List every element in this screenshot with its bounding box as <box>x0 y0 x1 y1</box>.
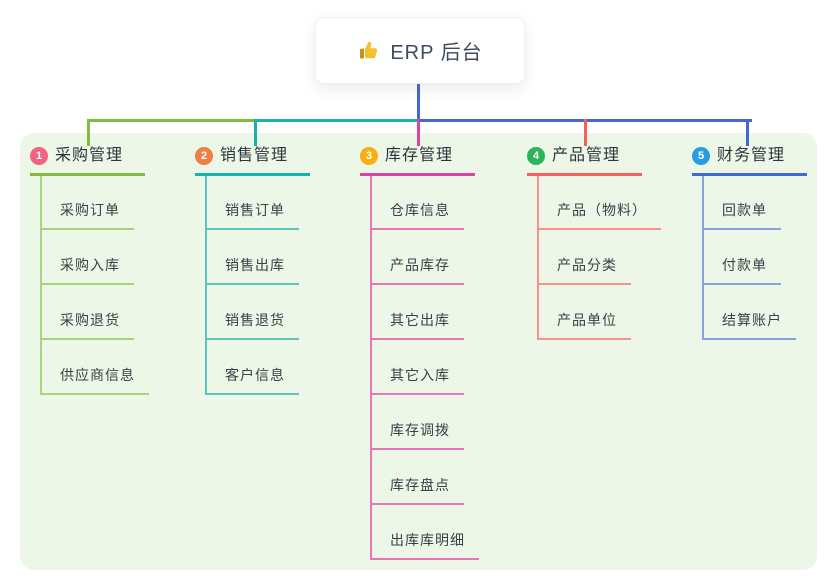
branches-panel <box>20 133 817 570</box>
child-item[interactable]: 出库库明细 <box>372 531 479 560</box>
branch-children: 销售订单销售出库销售退货客户信息 <box>205 176 355 395</box>
child-item[interactable]: 仓库信息 <box>372 201 464 230</box>
branch-title-row[interactable]: 2 销售管理 <box>195 146 310 176</box>
branch-children: 回款单付款单结算账户 <box>702 176 839 340</box>
root-connector-vertical <box>417 80 420 122</box>
connector-horizontal-segment <box>254 119 420 122</box>
child-item[interactable]: 其它出库 <box>372 311 464 340</box>
child-item[interactable]: 产品（物料） <box>539 201 661 230</box>
child-item[interactable]: 产品分类 <box>539 256 631 285</box>
child-item[interactable]: 回款单 <box>704 201 781 230</box>
branch-children: 采购订单采购入库采购退货供应商信息 <box>40 176 190 395</box>
child-item[interactable]: 销售退货 <box>207 311 299 340</box>
branch-connector-stub <box>417 119 420 146</box>
branch-title-label: 财务管理 <box>717 147 786 164</box>
root-node[interactable]: ERP 后台 <box>315 17 525 84</box>
child-item[interactable]: 供应商信息 <box>42 366 149 395</box>
branch-children: 仓库信息产品库存其它出库其它入库库存调拨库存盘点出库库明细 <box>370 176 520 560</box>
branch-column: 1 采购管理采购订单采购入库采购退货供应商信息 <box>30 146 190 395</box>
branch-column: 5 财务管理回款单付款单结算账户 <box>692 146 839 340</box>
child-item[interactable]: 库存盘点 <box>372 476 464 505</box>
child-item[interactable]: 采购订单 <box>42 201 134 230</box>
root-node-label: ERP 后台 <box>390 42 483 64</box>
child-item[interactable]: 付款单 <box>704 256 781 285</box>
branch-title-row[interactable]: 3 库存管理 <box>360 146 475 176</box>
child-item[interactable]: 产品单位 <box>539 311 631 340</box>
branch-number-badge: 4 <box>527 147 545 165</box>
branch-title-label: 库存管理 <box>385 147 454 164</box>
branch-number-badge: 3 <box>360 147 378 165</box>
branch-number-badge: 1 <box>30 147 48 165</box>
branch-connector-stub <box>254 119 257 146</box>
branch-title-label: 采购管理 <box>55 147 124 164</box>
child-item[interactable]: 库存调拨 <box>372 421 464 450</box>
child-item[interactable]: 产品库存 <box>372 256 464 285</box>
branch-connector-stub <box>584 119 587 146</box>
branch-column: 2 销售管理销售订单销售出库销售退货客户信息 <box>195 146 355 395</box>
branch-connector-stub <box>87 119 90 146</box>
branch-number-badge: 2 <box>195 147 213 165</box>
branch-title-label: 产品管理 <box>552 147 621 164</box>
child-item[interactable]: 结算账户 <box>704 311 796 340</box>
branch-column: 4 产品管理产品（物料） 产品分类产品单位 <box>527 146 687 340</box>
branch-column: 3 库存管理仓库信息产品库存其它出库其它入库库存调拨库存盘点出库库明细 <box>360 146 520 560</box>
child-item[interactable]: 其它入库 <box>372 366 464 395</box>
branch-title-row[interactable]: 4 产品管理 <box>527 146 642 176</box>
connector-horizontal-segment <box>87 119 257 122</box>
child-item[interactable]: 采购退货 <box>42 311 134 340</box>
branch-title-row[interactable]: 1 采购管理 <box>30 146 145 176</box>
child-item[interactable]: 采购入库 <box>42 256 134 285</box>
branch-title-label: 销售管理 <box>220 147 289 164</box>
branch-number-badge: 5 <box>692 147 710 165</box>
thumbs-up-icon <box>357 39 381 63</box>
child-item[interactable]: 客户信息 <box>207 366 299 395</box>
branch-title-row[interactable]: 5 财务管理 <box>692 146 807 176</box>
branch-connector-stub <box>746 119 749 146</box>
child-item[interactable]: 销售订单 <box>207 201 299 230</box>
branch-children: 产品（物料） 产品分类产品单位 <box>537 176 687 340</box>
child-item[interactable]: 销售出库 <box>207 256 299 285</box>
